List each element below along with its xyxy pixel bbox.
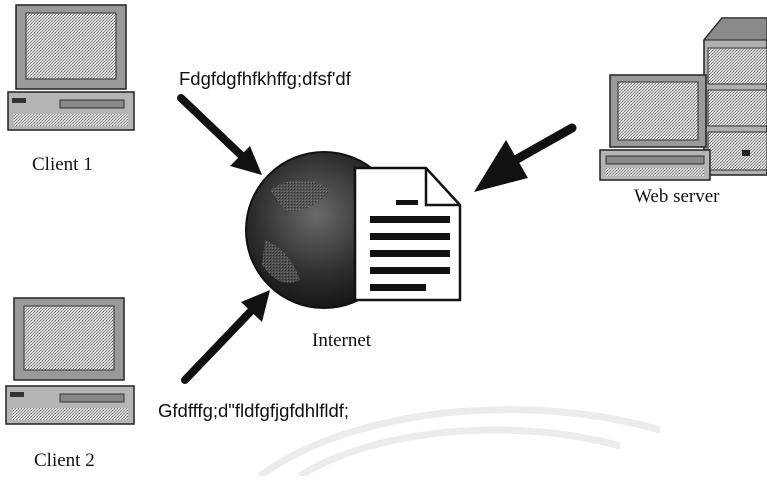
web-server-icon bbox=[599, 17, 767, 181]
watermark-arcs bbox=[257, 406, 661, 479]
client1-computer-icon bbox=[7, 4, 135, 131]
arrow-webserver-to-internet bbox=[474, 123, 577, 192]
web-server-label: Web server bbox=[634, 186, 720, 207]
client1-label: Client 1 bbox=[32, 154, 93, 175]
client2-label: Client 2 bbox=[34, 450, 95, 471]
arrow-client2-to-internet bbox=[181, 290, 270, 384]
client1-message-text: Fdgfdgfhfkhffg;dfsf'df bbox=[179, 68, 351, 89]
internet-label: Internet bbox=[312, 330, 372, 351]
client2-computer-icon bbox=[5, 297, 135, 425]
arrow-client1-to-internet bbox=[177, 94, 262, 175]
client2-message-text: Gfdfffg;d"fldfgfjgfdhlfldf; bbox=[158, 400, 350, 421]
web-page-document-icon bbox=[353, 166, 462, 302]
